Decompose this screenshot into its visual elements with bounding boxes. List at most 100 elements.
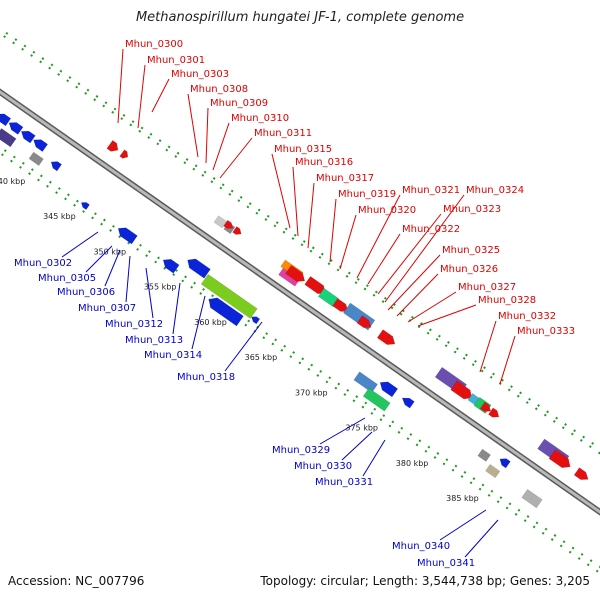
- forward-gene-label: Mhun_0326: [440, 264, 498, 275]
- kbp-tick-label: 385 kbp: [446, 494, 479, 503]
- reverse-gene: [50, 161, 63, 172]
- forward-gene: [285, 264, 306, 282]
- forward-gene: [479, 401, 492, 412]
- forward-label-leader: [499, 335, 516, 385]
- gene-shape: [477, 448, 491, 462]
- gene-shape: [20, 130, 36, 144]
- accession-label: Accession: NC_007796: [8, 574, 145, 588]
- gene-shape: [485, 463, 501, 479]
- reverse-gene-label: Mhun_0305: [38, 273, 96, 284]
- forward-label-leader: [384, 194, 465, 303]
- reverse-gene-label: Mhun_0329: [272, 445, 330, 456]
- reverse-label-leader: [191, 295, 206, 350]
- track-dotted-line: [0, 145, 600, 569]
- reverse-gene-label: Mhun_0314: [144, 350, 202, 361]
- forward-gene-label: Mhun_0310: [231, 113, 289, 124]
- reverse-label-leader: [125, 255, 131, 303]
- kbp-tick-label: 375 kbp: [345, 424, 378, 433]
- gene-shape: [499, 458, 511, 469]
- reverse-gene: [477, 448, 491, 462]
- gene-shape: [488, 407, 500, 418]
- reverse-label-leader: [464, 519, 499, 558]
- gene-shape: [353, 371, 379, 393]
- gene-shape: [50, 161, 63, 172]
- reverse-gene-label: Mhun_0331: [315, 477, 373, 488]
- gene-shape: [187, 258, 211, 279]
- gene-shape: [0, 127, 17, 148]
- gene-shape: [401, 397, 415, 409]
- gene-shape: [317, 287, 340, 308]
- gene-shape: [80, 202, 90, 211]
- forward-label-leader: [219, 137, 253, 179]
- kbp-tick-label: 350 kbp: [93, 247, 126, 256]
- kbp-tick-label: 345 kbp: [43, 212, 76, 221]
- kbp-tick-label: 365 kbp: [245, 353, 278, 362]
- reverse-label-leader: [104, 249, 121, 287]
- forward-gene-label: Mhun_0315: [274, 144, 332, 155]
- reverse-gene: [80, 202, 90, 211]
- kbp-tick-label: 370 kbp: [295, 388, 328, 397]
- reverse-label-leader: [439, 509, 487, 541]
- reverse-gene-label: Mhun_0307: [78, 303, 136, 314]
- forward-gene-label: Mhun_0332: [498, 311, 556, 322]
- reverse-gene: [499, 458, 511, 469]
- gene-shape: [28, 151, 44, 166]
- forward-gene: [223, 219, 234, 229]
- kbp-tick-label: 380 kbp: [396, 459, 429, 468]
- forward-gene-label: Mhun_0301: [147, 55, 205, 66]
- reverse-gene: [28, 151, 44, 166]
- gene-shape: [356, 315, 372, 328]
- reverse-gene: [8, 122, 24, 135]
- forward-gene-label: Mhun_0323: [443, 204, 501, 215]
- reverse-label-leader: [85, 245, 113, 273]
- gene-shape: [573, 467, 589, 480]
- gene-shape: [479, 401, 492, 412]
- forward-label-leader: [137, 64, 146, 129]
- gene-shape: [119, 149, 129, 159]
- kbp-tick-label: 355 kbp: [144, 283, 177, 292]
- track-dotted-line: [0, 32, 600, 455]
- gene-shape: [450, 380, 473, 400]
- reverse-gene-label: Mhun_0340: [392, 541, 450, 552]
- forward-gene-label: Mhun_0308: [190, 84, 248, 95]
- forward-label-leader: [307, 182, 315, 249]
- forward-gene: [232, 226, 242, 235]
- reverse-gene-label: Mhun_0312: [105, 319, 163, 330]
- gene-shape: [376, 329, 396, 345]
- reverse-gene: [200, 273, 258, 319]
- forward-gene-label: Mhun_0327: [458, 282, 516, 293]
- reverse-gene: [353, 371, 379, 393]
- reverse-gene-label: Mhun_0318: [177, 372, 235, 383]
- gene-shape: [0, 113, 12, 127]
- forward-gene-label: Mhun_0319: [338, 189, 396, 200]
- reverse-gene: [251, 316, 261, 325]
- forward-label-leader: [187, 93, 199, 158]
- reverse-gene: [0, 127, 17, 148]
- forward-gene-label: Mhun_0316: [295, 157, 353, 168]
- reverse-gene-label: Mhun_0306: [57, 287, 115, 298]
- gene-shape: [548, 449, 571, 469]
- forward-gene: [488, 407, 500, 418]
- gene-shape: [33, 139, 49, 153]
- forward-label-leader: [205, 107, 209, 164]
- kbp-tick-label: 340 kbp: [0, 177, 25, 186]
- forward-gene-label: Mhun_0309: [210, 98, 268, 109]
- forward-label-leader: [212, 122, 230, 171]
- forward-label-leader: [479, 320, 497, 373]
- forward-gene: [450, 380, 473, 400]
- forward-gene-label: Mhun_0333: [517, 326, 575, 337]
- forward-gene-label: Mhun_0317: [316, 173, 374, 184]
- reverse-gene-label: Mhun_0330: [294, 461, 352, 472]
- reverse-gene: [117, 227, 138, 245]
- backbone-line: [0, 90, 600, 514]
- forward-gene: [573, 467, 589, 480]
- gene-shape: [213, 215, 228, 229]
- reverse-label-leader: [224, 321, 263, 372]
- reverse-gene-label: Mhun_0341: [417, 558, 475, 569]
- reverse-gene: [401, 397, 415, 409]
- gene-shape: [285, 264, 306, 282]
- forward-gene: [119, 149, 129, 159]
- forward-label-leader: [407, 291, 457, 323]
- forward-gene-label: Mhun_0322: [402, 224, 460, 235]
